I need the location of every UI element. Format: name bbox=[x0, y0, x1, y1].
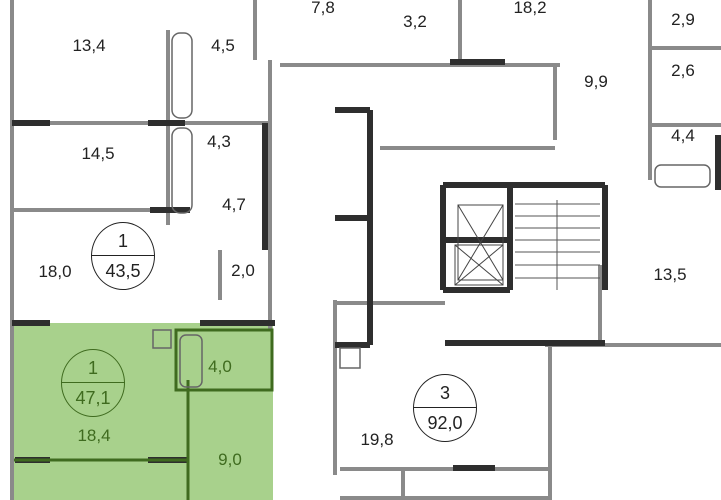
room-area[interactable]: 9,0 bbox=[218, 450, 242, 469]
room-area[interactable]: 4,5 bbox=[211, 36, 235, 55]
apartment-badge-43-5[interactable]: 1 43,5 bbox=[91, 222, 155, 290]
room-area[interactable]: 18,0 bbox=[38, 262, 72, 281]
apartment-badge-47-1[interactable]: 1 47,1 bbox=[61, 349, 125, 417]
elevator-shafts bbox=[454, 204, 504, 286]
room-area[interactable]: 2,9 bbox=[671, 10, 695, 29]
room-area[interactable]: 13,5 bbox=[653, 265, 687, 284]
apartment-rooms: 1 bbox=[62, 350, 124, 383]
apartment-highlight-47-1[interactable] bbox=[14, 323, 273, 500]
room-area[interactable]: 2,0 bbox=[231, 261, 255, 280]
room-area[interactable]: 3,2 bbox=[403, 12, 427, 31]
room-area[interactable]: 14,5 bbox=[81, 144, 115, 163]
room-area[interactable]: 4,3 bbox=[207, 132, 231, 151]
room-area[interactable]: 9,9 bbox=[584, 72, 608, 91]
room-area[interactable]: 7,8 bbox=[311, 0, 335, 17]
room-area[interactable]: 2,6 bbox=[671, 61, 695, 80]
stairs bbox=[515, 200, 600, 290]
apartment-badge-92-0[interactable]: 3 92,0 bbox=[413, 374, 477, 442]
room-area[interactable]: 18,4 bbox=[77, 426, 111, 445]
fixtures bbox=[152, 32, 711, 388]
apartment-area: 43,5 bbox=[105, 261, 141, 281]
room-area[interactable]: 18,2 bbox=[513, 0, 547, 17]
apartment-rooms: 3 bbox=[414, 375, 476, 408]
room-area[interactable]: 13,4 bbox=[72, 36, 106, 55]
room-area[interactable]: 4,4 bbox=[671, 126, 695, 145]
apartment-area: 47,1 bbox=[75, 388, 111, 408]
apartment-area: 92,0 bbox=[427, 413, 463, 433]
apartment-rooms: 1 bbox=[92, 223, 154, 256]
room-area[interactable]: 4,7 bbox=[222, 195, 246, 214]
room-area[interactable]: 19,8 bbox=[360, 430, 394, 449]
room-area[interactable]: 4,0 bbox=[208, 357, 232, 376]
